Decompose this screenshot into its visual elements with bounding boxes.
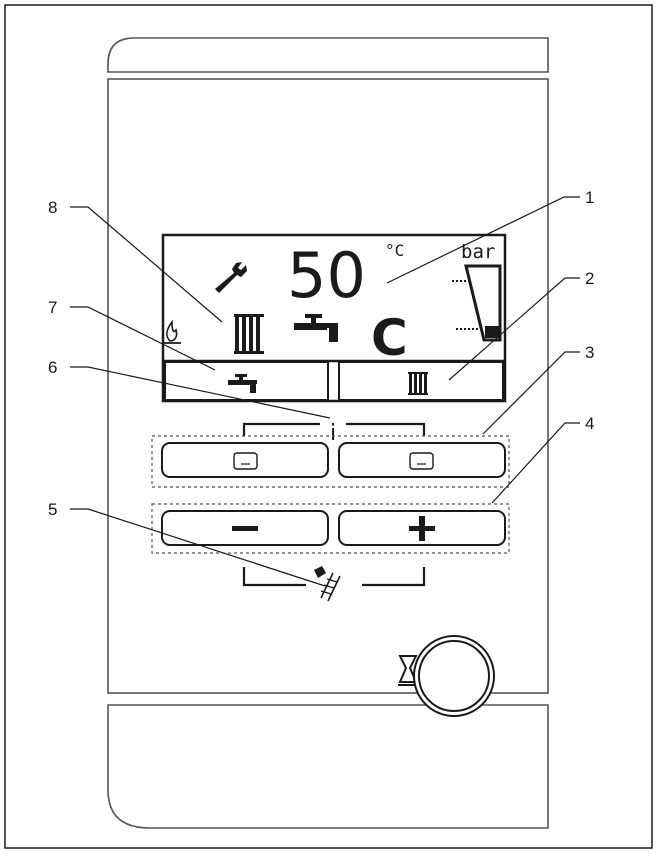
callout-8: 8 (48, 198, 57, 217)
plus-button[interactable] (338, 510, 506, 546)
callout-2: 2 (585, 269, 594, 288)
right-softkey-button[interactable] (338, 442, 506, 478)
tap-icon (294, 314, 338, 342)
mode-letter: C (371, 309, 408, 367)
adjust-group-outline (151, 503, 510, 554)
plus-icon (409, 516, 435, 541)
tap-icon (228, 374, 257, 393)
info-label: i (330, 421, 336, 446)
callout-3: 3 (585, 343, 594, 362)
callout-5: 5 (48, 500, 57, 519)
softkey-icon (409, 452, 434, 470)
callout-1: 1 (585, 188, 594, 207)
chimney-sweep-bracket (242, 566, 426, 602)
radiator-icon (234, 314, 264, 354)
power-button[interactable] (413, 635, 495, 717)
minus-icon (232, 526, 258, 531)
pressure-unit: bar (461, 241, 495, 263)
panel-bottom-cover (107, 704, 549, 829)
info-bracket: i (242, 421, 426, 446)
panel-top-lid (107, 37, 549, 73)
chimney-sweep-icon (314, 566, 341, 602)
radiator-icon (408, 372, 428, 395)
temperature-readout: 50 (287, 239, 366, 312)
callout-4: 4 (585, 414, 594, 433)
lcd-right-softkey-label (338, 361, 504, 401)
softkey-icon (233, 452, 258, 470)
minus-button[interactable] (161, 510, 329, 546)
callout-leaders (70, 196, 580, 587)
callout-6: 6 (48, 358, 57, 377)
pressure-gauge-icon (452, 264, 502, 342)
panel-body (107, 78, 549, 694)
lcd-frame (161, 233, 507, 403)
wrench-icon (215, 262, 247, 293)
lcd-display: 50 °C bar (161, 233, 507, 403)
flame-icon (164, 319, 181, 344)
callout-7: 7 (48, 298, 57, 317)
temperature-unit: °C (385, 241, 404, 260)
figure-frame (4, 4, 653, 849)
left-softkey-button[interactable] (161, 442, 329, 478)
